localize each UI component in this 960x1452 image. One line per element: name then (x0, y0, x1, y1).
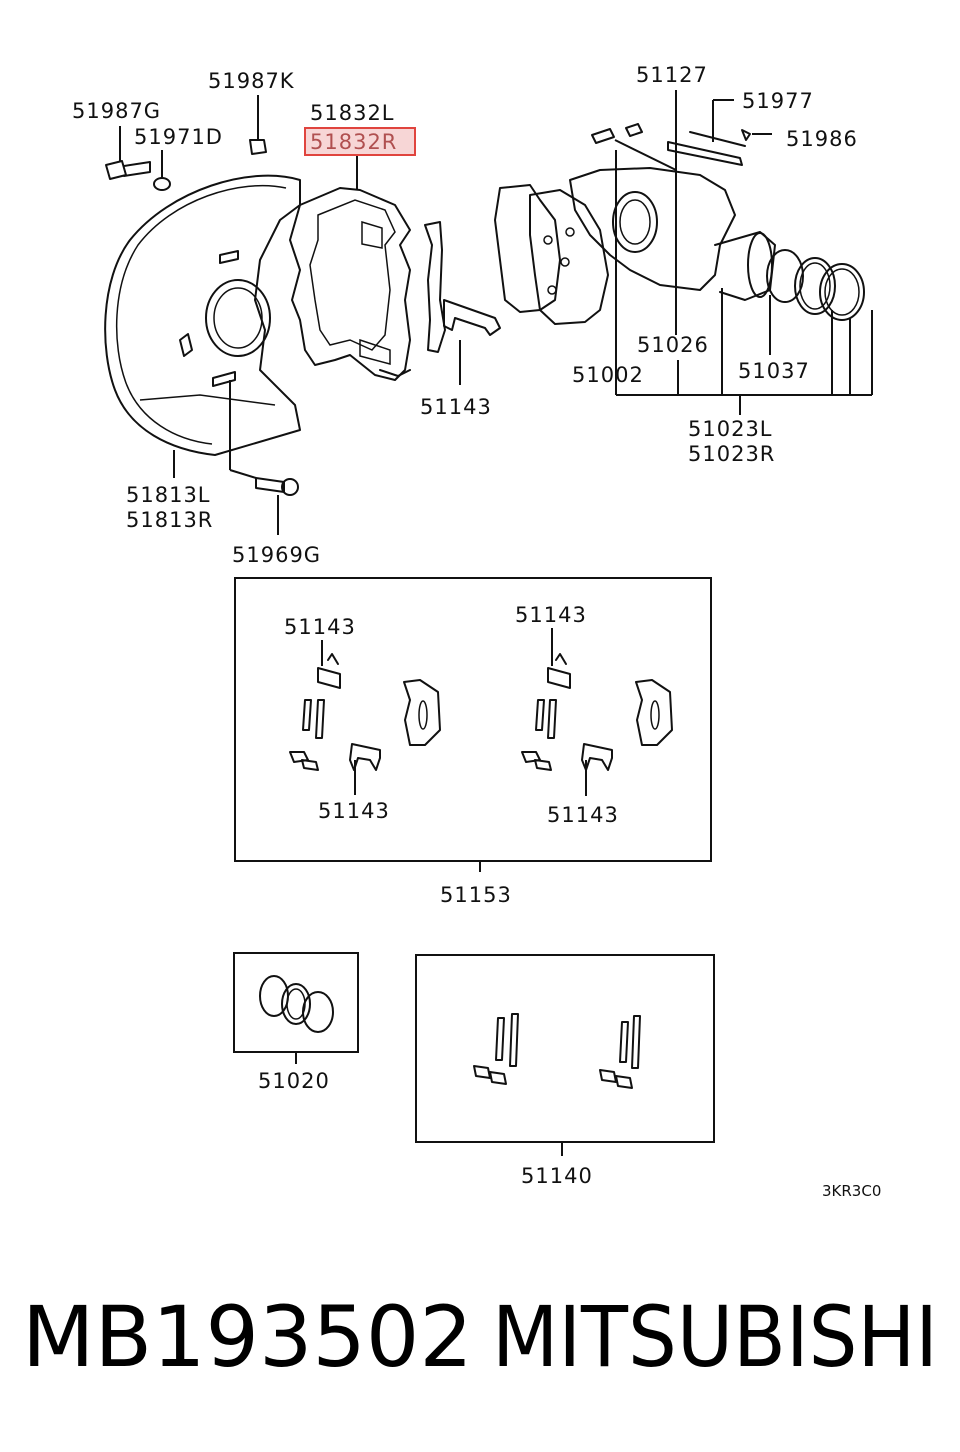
label-51020: 51020 (258, 1069, 330, 1093)
label-51023R: 51023R (688, 442, 775, 466)
label-51023L: 51023L (688, 417, 773, 441)
label-kit-51153-top-right: 51143 (515, 603, 587, 627)
label-51026: 51026 (637, 333, 709, 357)
caliper-body-drawing (569, 123, 865, 321)
label-51832L: 51832L (310, 101, 395, 125)
brake-pad-drawing (494, 184, 609, 325)
kit-box-51140 (415, 954, 715, 1143)
highlight-box-51832R (304, 127, 416, 156)
caliper-support-bracket-drawing (289, 187, 411, 381)
bolt-51987K-drawing (249, 139, 267, 155)
kit-box-51153 (234, 577, 712, 862)
kit-51153-right-drawing (521, 653, 673, 771)
part-number: MB193502 (22, 1288, 473, 1386)
washer-51971D-drawing (153, 177, 171, 191)
kit-box-51020 (233, 952, 359, 1053)
bolt-51969G-drawing (255, 477, 299, 496)
label-51986: 51986 (786, 127, 858, 151)
label-51143: 51143 (420, 395, 492, 419)
label-kit-51153-top-left: 51143 (284, 615, 356, 639)
label-51153: 51153 (440, 883, 512, 907)
label-51037: 51037 (738, 359, 810, 383)
shim-clip-drawing (424, 221, 501, 353)
kit-51153-leaders (321, 628, 587, 872)
bolt-51987G-drawing (105, 160, 151, 180)
label-51140: 51140 (521, 1164, 593, 1188)
brand-name: MITSUBISHI (492, 1288, 938, 1386)
leader-lines (119, 90, 873, 535)
label-51813L: 51813L (126, 483, 211, 507)
label-51832R: 51832R (310, 130, 397, 154)
label-51969G: 51969G (232, 543, 321, 567)
clip-kit-51140-drawing (473, 1013, 641, 1089)
label-51002: 51002 (572, 363, 644, 387)
diagram-code: 3KR3C0 (822, 1182, 881, 1200)
label-51987K: 51987K (208, 69, 295, 93)
kit-51153-left-drawing (289, 653, 441, 771)
label-51987G: 51987G (72, 99, 161, 123)
dust-shield-drawing (104, 174, 301, 456)
seal-kit-51020-drawing (259, 975, 334, 1033)
label-51977: 51977 (742, 89, 814, 113)
label-51813R: 51813R (126, 508, 213, 532)
label-kit-51153-bottom-right: 51143 (547, 803, 619, 827)
label-kit-51153-bottom-left: 51143 (318, 799, 390, 823)
label-51127: 51127 (636, 63, 708, 87)
label-51971D: 51971D (134, 125, 223, 149)
